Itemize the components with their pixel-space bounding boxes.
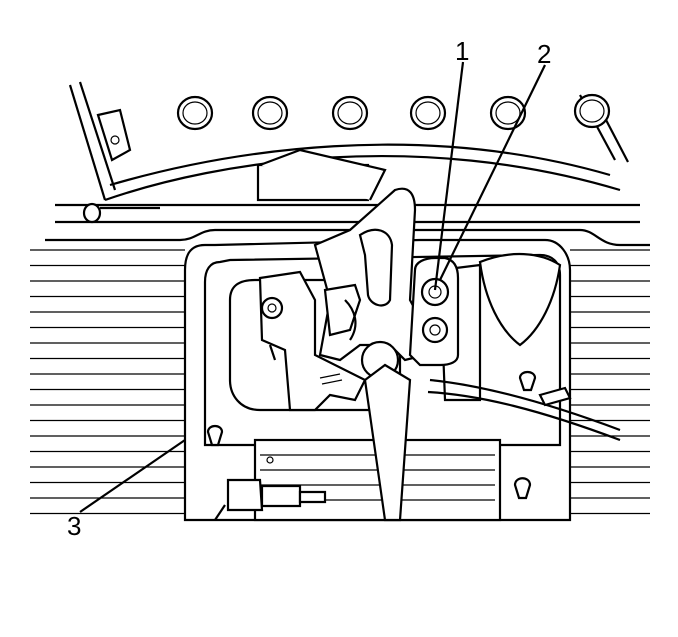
vent-hole-inner [579,99,605,123]
leader-lines [79,61,546,513]
callout-3: 3 [67,511,81,541]
vent-hole-inner [495,101,521,125]
right-panel-hatching [570,249,650,515]
leader-line-2 [439,64,546,281]
vent-hole-inner [257,101,283,125]
callout-2: 2 [537,39,551,69]
support-strut [478,253,562,347]
leader-line-1 [433,61,465,291]
hood-vent-holes [176,93,611,131]
vent-hole-inner [182,101,208,125]
leader-line-3 [79,439,186,513]
bolt-upper [420,277,450,307]
vent-hole-inner [415,101,441,125]
release-cable [363,363,621,522]
bolt-lower [421,316,449,344]
left-panel-hatching [30,249,185,515]
latch-mount-bracket [408,256,460,367]
vent-hole-inner [337,101,363,125]
callout-1: 1 [455,36,469,66]
radiator-support [45,148,650,247]
